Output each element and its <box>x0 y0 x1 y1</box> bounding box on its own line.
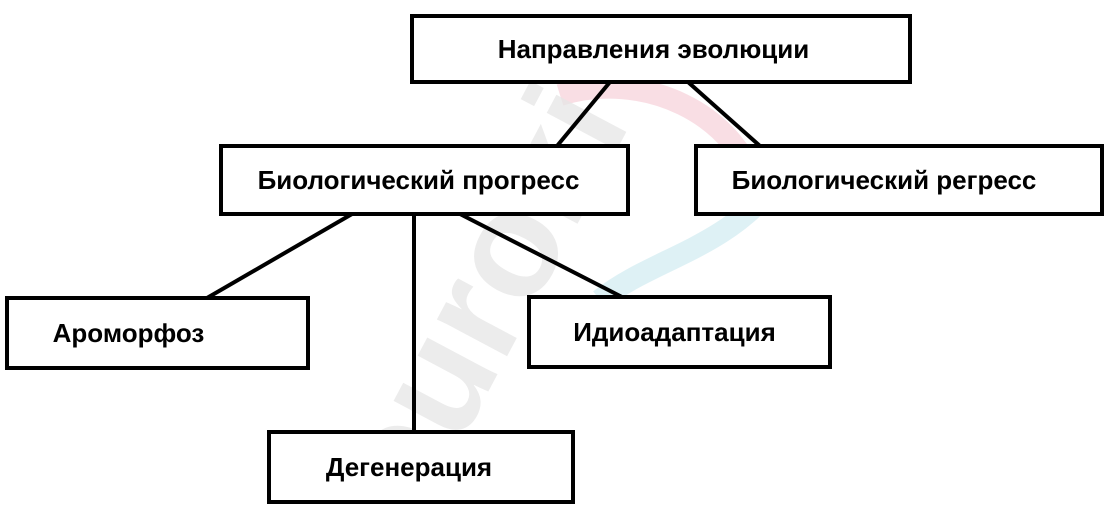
node-degeneration: Дегенерация <box>267 430 575 504</box>
edge-progress-idioadaptation <box>459 212 623 299</box>
node-label: Биологический прогресс <box>257 164 580 195</box>
node-idioadaptation: Идиоадаптация <box>527 295 832 369</box>
node-biological-regress: Биологический регресс <box>694 144 1104 216</box>
node-label: Биологический регресс <box>731 164 1037 195</box>
node-label: Дегенерация <box>325 451 493 482</box>
node-evolution-directions: Направления эволюции <box>410 14 912 84</box>
node-label: Идиоадаптация <box>573 316 776 347</box>
edge-progress-aromorphosis <box>205 212 354 300</box>
edge-root-regress <box>686 80 762 148</box>
node-biological-progress: Биологический прогресс <box>219 144 630 216</box>
node-label: Направления эволюции <box>497 33 810 64</box>
node-aromorphosis: Ароморфоз <box>5 296 310 370</box>
edge-root-progress <box>555 80 612 148</box>
node-label: Ароморфоз <box>52 317 205 348</box>
